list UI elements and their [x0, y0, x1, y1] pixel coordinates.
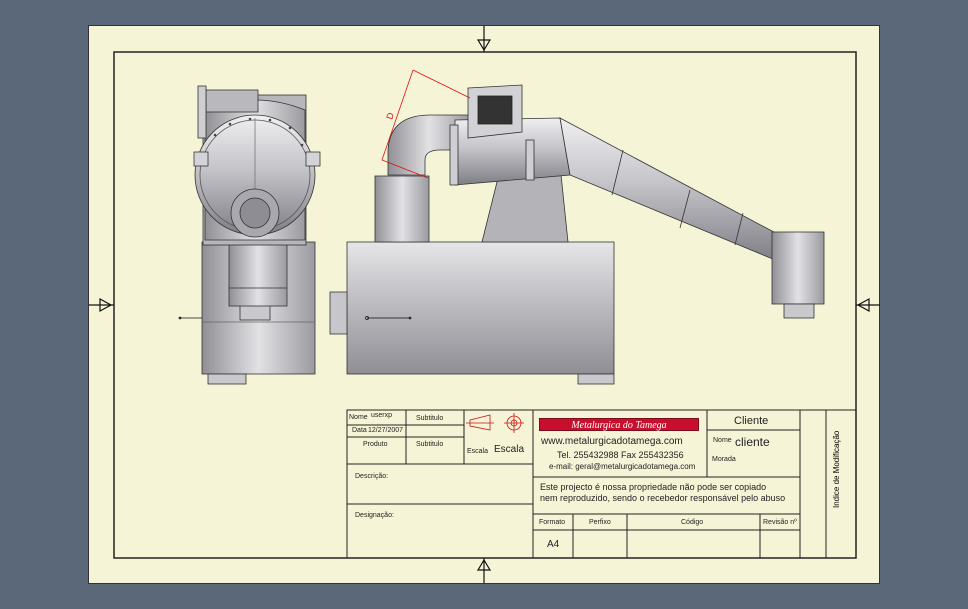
morada-label: Morada [712, 456, 736, 463]
nome-value: userxp [371, 412, 393, 419]
indice-label: Indice de Modificação [832, 430, 841, 508]
notice-line-2: nem reproduzido, sendo o recebedor respo… [540, 493, 786, 503]
center-marker-top [476, 26, 492, 52]
indice-modificacao: Indice de Modificação [826, 420, 856, 520]
company-website: www.metalurgicadotamega.com [541, 436, 683, 447]
title-block-grid [346, 409, 857, 559]
cliente-nome-value: cliente [735, 435, 770, 449]
center-marker-bottom [476, 558, 492, 583]
perfixo-label: Perfixo [589, 519, 611, 526]
escala-label: Escala [467, 448, 489, 455]
front-view [178, 85, 321, 385]
designacao-label: Designação: [355, 512, 394, 519]
notice-line-1: Este projecto é nossa propriedade não po… [540, 482, 767, 492]
company-logo: Metalurgica do Tamega [539, 418, 699, 431]
data-value: 12/27/2007 [368, 427, 404, 434]
dimension-d [381, 69, 471, 179]
descricao-label: Descrição: [355, 473, 389, 480]
subtitulo-2: Subtitulo [416, 441, 444, 448]
dimension-label: D [384, 111, 396, 121]
formato-label: Formato [539, 519, 566, 526]
codigo-label: Código [681, 519, 704, 526]
cliente-nome-label: Nome [713, 437, 732, 444]
center-marker-left [89, 297, 114, 313]
produto-label: Produto [363, 441, 388, 448]
cliente-header: Cliente [734, 415, 769, 427]
revisao-label: Revisão nº [763, 519, 797, 526]
escala-value: Escala [494, 444, 525, 455]
formato-value: A4 [547, 539, 560, 550]
nome-label: Nome [349, 414, 368, 421]
projection-symbol-icon [466, 413, 524, 433]
company-phone: Tel. 255432988 Fax 255432356 [557, 450, 684, 460]
center-marker-right [856, 297, 880, 313]
side-view [329, 84, 825, 385]
subtitulo-1: Subtitulo [416, 415, 444, 422]
data-label: Data [352, 427, 367, 434]
company-email: e-mail: geral@metalurgicadotamega.com [549, 462, 696, 471]
